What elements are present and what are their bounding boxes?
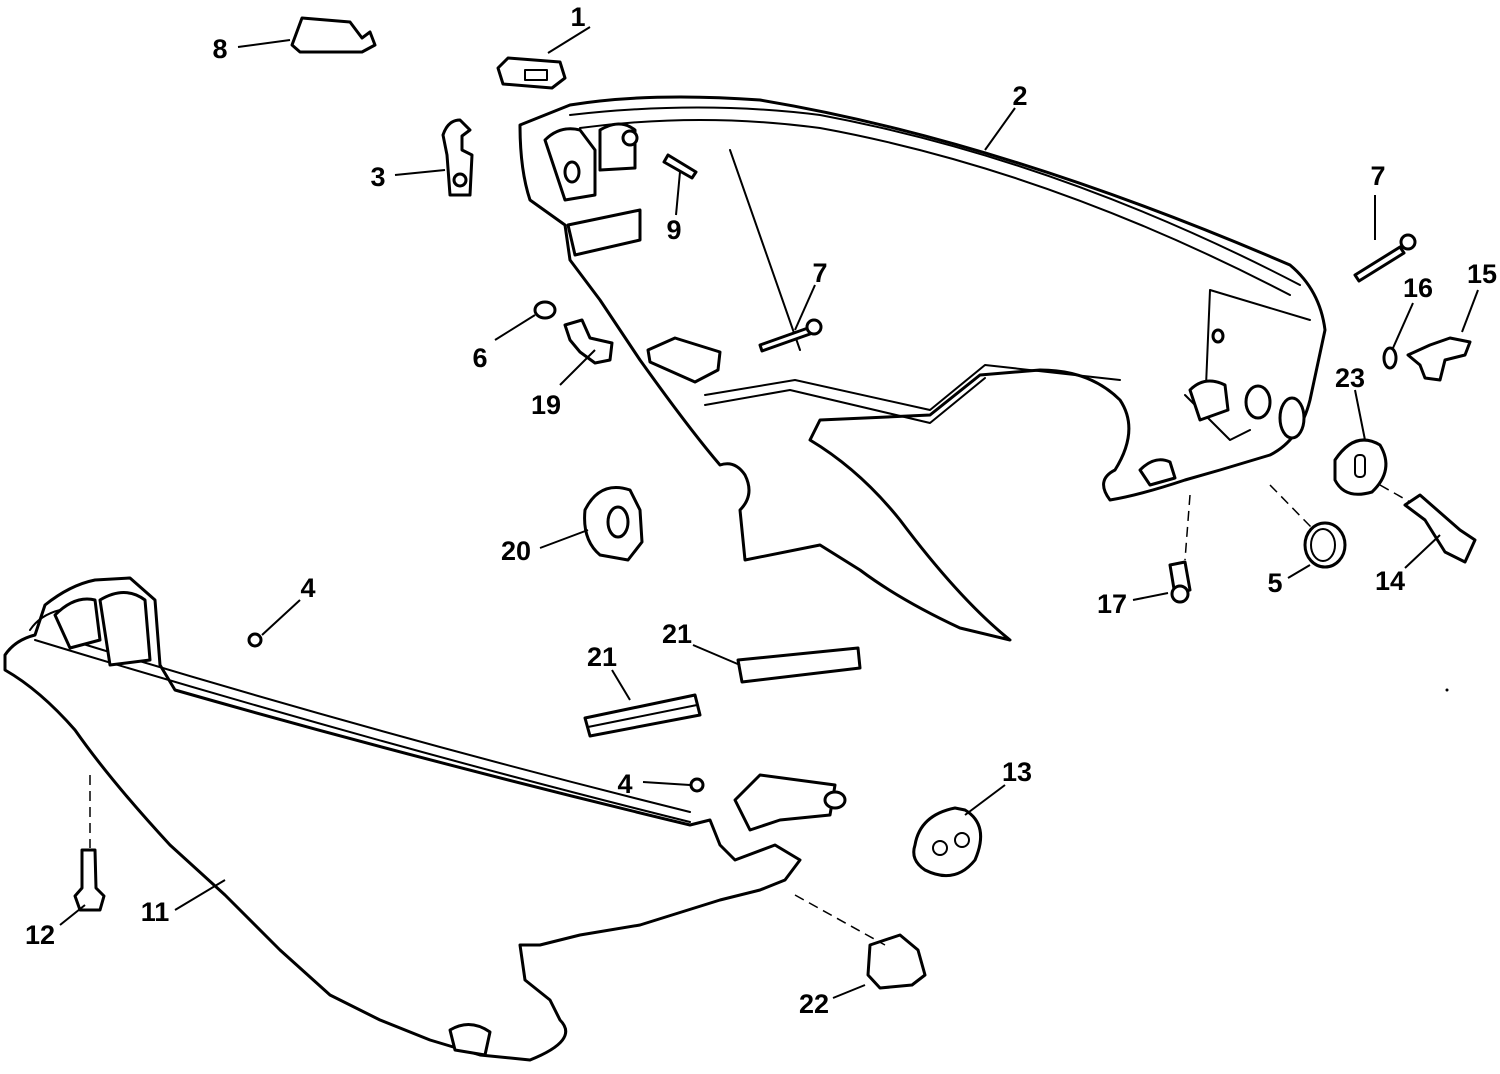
callout-5: 5 xyxy=(1267,568,1282,598)
part-22-cap xyxy=(866,933,927,990)
part-4-nut-a xyxy=(247,632,263,648)
callout-7-right: 7 xyxy=(1370,161,1385,191)
part-4-nut-b xyxy=(689,777,705,793)
callout-11: 11 xyxy=(141,897,170,927)
part-21-seal-strip-b xyxy=(736,646,862,684)
part-5-plug xyxy=(1303,521,1347,569)
callouts: 1 2 3 4 4 5 6 7 7 8 9 11 12 13 14 15 16 … xyxy=(25,2,1497,1019)
lower-cowl-part-11 xyxy=(3,576,847,1062)
part-8-latch-handle xyxy=(290,16,377,54)
part-6-washer xyxy=(533,300,557,320)
callout-22: 22 xyxy=(799,989,829,1019)
part-19-stud xyxy=(563,318,614,365)
part-3-hook xyxy=(441,118,474,197)
callout-17: 17 xyxy=(1097,589,1127,619)
part-14-pin xyxy=(1403,493,1477,564)
upper-cowl-part-2 xyxy=(518,95,1327,642)
part-13-grommet xyxy=(912,806,983,878)
callout-9: 9 xyxy=(666,215,681,245)
part-21-seal-strip-a xyxy=(583,693,702,738)
callout-15: 15 xyxy=(1467,259,1497,289)
part-1-latch-block xyxy=(496,56,567,90)
callout-7-center: 7 xyxy=(812,258,827,288)
callout-3: 3 xyxy=(370,162,385,192)
part-17-screw xyxy=(1168,560,1192,604)
leader-lines xyxy=(59,26,1479,999)
part-12-bolt xyxy=(73,848,106,912)
callout-23: 23 xyxy=(1335,363,1365,393)
callout-8: 8 xyxy=(212,34,227,64)
alignment-line-5 xyxy=(1269,484,1313,529)
callout-6: 6 xyxy=(472,343,487,373)
callout-4-upper: 4 xyxy=(300,573,315,603)
callout-14: 14 xyxy=(1375,566,1405,596)
callout-12: 12 xyxy=(25,920,55,950)
alignment-line-14 xyxy=(1379,484,1411,503)
callout-13: 13 xyxy=(1002,757,1032,787)
speck xyxy=(1445,688,1449,692)
callout-16: 16 xyxy=(1403,273,1433,303)
callout-2: 2 xyxy=(1012,81,1027,111)
callout-4-lower: 4 xyxy=(617,769,632,799)
part-23-grommet xyxy=(1333,438,1388,496)
part-9-screw xyxy=(662,153,698,180)
part-20-grommet xyxy=(583,486,644,562)
callout-20: 20 xyxy=(501,536,531,566)
callout-21-right: 21 xyxy=(662,619,692,649)
part-16-washer xyxy=(1382,346,1398,370)
part-7-screw-b xyxy=(1353,233,1417,283)
callout-19: 19 xyxy=(531,390,561,420)
part-7-screw-a xyxy=(758,318,823,353)
alignment-line-17 xyxy=(1184,494,1191,561)
callout-1: 1 xyxy=(570,2,585,32)
part-15-fitting xyxy=(1406,336,1472,382)
callout-21-left: 21 xyxy=(587,642,617,672)
alignment-line-22 xyxy=(794,894,886,946)
